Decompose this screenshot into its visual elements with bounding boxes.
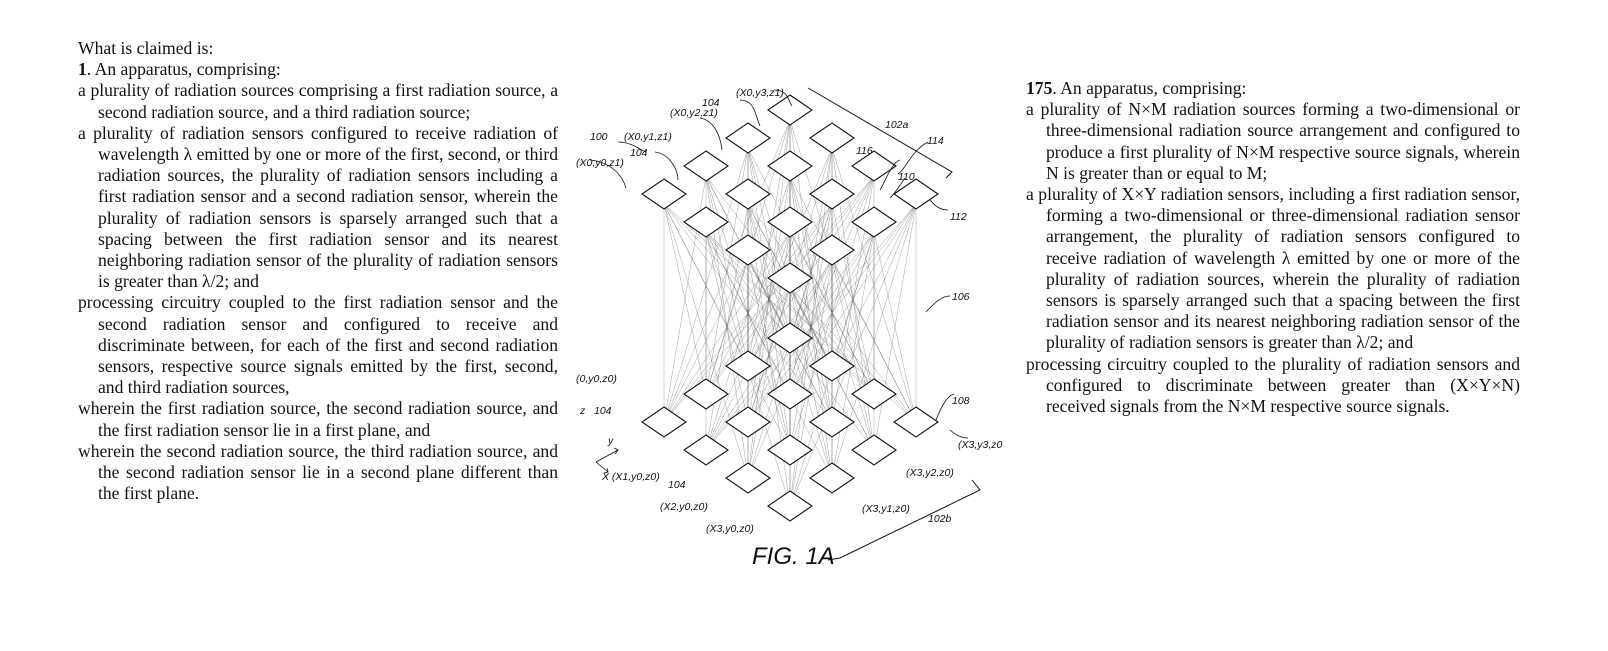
figure-title: FIG. 1A bbox=[752, 543, 835, 570]
bracket-102a bbox=[807, 87, 953, 179]
radiation-source bbox=[683, 206, 729, 238]
radiation-source bbox=[767, 150, 813, 182]
ref-106: 106 bbox=[952, 291, 970, 303]
radiation-source bbox=[725, 122, 771, 154]
ref-112: 112 bbox=[950, 211, 967, 223]
radiation-sensor bbox=[767, 322, 813, 354]
radiation-source bbox=[767, 206, 813, 238]
radiation-source bbox=[809, 234, 855, 266]
radiation-sensor bbox=[809, 350, 855, 382]
radiation-sensor bbox=[851, 378, 897, 410]
radiation-path bbox=[663, 259, 749, 423]
claim-175-intro: 175. An apparatus, comprising: bbox=[1026, 78, 1520, 99]
radiation-sensor bbox=[683, 378, 729, 410]
ref-102a: 102a bbox=[885, 119, 909, 131]
radiation-sensor bbox=[725, 462, 771, 494]
label-x3y0z0: (X3,y0,z0) bbox=[706, 523, 754, 535]
radiation-source bbox=[809, 178, 855, 210]
claim-1-element-second-plane: wherein the second radiation source, the… bbox=[78, 440, 558, 504]
axis-y-label: y bbox=[607, 435, 614, 447]
radiation-sensor bbox=[767, 434, 813, 466]
ref-104-upper-left: 104 bbox=[630, 147, 648, 159]
label-x2y0z0: (X2,y0,z0) bbox=[660, 501, 708, 513]
radiation-source bbox=[851, 206, 897, 238]
claim-1-column: What is claimed is: 1. An apparatus, com… bbox=[78, 38, 558, 504]
label-x3y3z0: (X3,y3,z0 bbox=[958, 439, 1003, 451]
claim-1-number: 1 bbox=[78, 59, 87, 80]
radiation-path bbox=[789, 287, 917, 423]
radiation-source bbox=[851, 150, 897, 182]
radiation-source bbox=[725, 178, 771, 210]
ref-110: 110 bbox=[898, 171, 915, 183]
radiation-path bbox=[747, 259, 791, 339]
radiation-path bbox=[789, 287, 833, 479]
radiation-path bbox=[663, 203, 707, 395]
radiation-sensor bbox=[641, 406, 687, 438]
radiation-path bbox=[873, 231, 917, 423]
radiation-path bbox=[663, 203, 791, 339]
claim-1-intro: 1. An apparatus, comprising: bbox=[78, 59, 558, 80]
axis-arrows bbox=[595, 447, 619, 474]
radiation-path bbox=[705, 259, 749, 395]
radiation-source bbox=[725, 234, 771, 266]
label-x0y0z0: (0,y0,z0) bbox=[576, 373, 617, 385]
ref-104-lower-left: 104 bbox=[594, 405, 612, 417]
claim-1-element-circuitry: processing circuitry coupled to the firs… bbox=[78, 292, 558, 398]
claims-heading: What is claimed is: bbox=[78, 38, 214, 58]
label-x3y1z0: (X3,y1,z0) bbox=[862, 503, 910, 515]
radiation-path bbox=[747, 147, 791, 339]
radiation-sensor bbox=[851, 434, 897, 466]
bracket-102b bbox=[827, 479, 981, 561]
radiation-path bbox=[831, 259, 917, 423]
radiation-source bbox=[893, 178, 939, 210]
radiation-source bbox=[767, 262, 813, 294]
claim-175-element-sources: a plurality of N×M radiation sources for… bbox=[1026, 99, 1520, 183]
radiation-sensor bbox=[809, 462, 855, 494]
radiation-path bbox=[789, 287, 833, 367]
radiation-source bbox=[641, 178, 687, 210]
patent-figure: (X0,y3,z1) 104 (X0,y2,z1) 100 (X0,y1,z1)… bbox=[560, 70, 1020, 580]
label-x0y1z1: (X0,y1,z1) bbox=[624, 131, 672, 143]
claim-175-column: 175. An apparatus, comprising: a plurali… bbox=[1026, 78, 1520, 417]
ref-104-top: 104 bbox=[702, 97, 720, 109]
ref-100: 100 bbox=[590, 131, 608, 143]
radiation-sensor bbox=[767, 378, 813, 410]
claim-1-element-sources: a plurality of radiation sources compris… bbox=[78, 80, 558, 122]
label-x0y3z1: (X0,y3,z1) bbox=[736, 87, 784, 99]
claim-175-intro-text: . An apparatus, comprising: bbox=[1052, 78, 1247, 98]
radiation-sensor bbox=[725, 406, 771, 438]
sensor-array-102b bbox=[641, 322, 939, 522]
claim-1-intro-text: . An apparatus, comprising: bbox=[86, 59, 281, 80]
leader-lines bbox=[589, 89, 969, 439]
label-x3y2z0: (X3,y2,z0) bbox=[906, 467, 954, 479]
ref-108: 108 bbox=[952, 395, 970, 407]
claim-1-element-sensors: a plurality of radiation sensors configu… bbox=[78, 122, 558, 292]
ref-114: 114 bbox=[927, 135, 944, 147]
ref-104-bottom: 104 bbox=[668, 479, 686, 491]
radiation-path bbox=[747, 287, 791, 423]
label-x0y2z1: (X0,y2,z1) bbox=[670, 107, 718, 119]
ref-102b: 102b bbox=[928, 513, 952, 525]
axis-z-label: z bbox=[579, 405, 586, 417]
claim-175-element-sensors: a plurality of X×Y radiation sensors, in… bbox=[1026, 184, 1520, 353]
label-x0y0z1: (X0,y0,z1) bbox=[576, 157, 624, 169]
radiation-sensor bbox=[809, 406, 855, 438]
radiation-source bbox=[683, 150, 729, 182]
radiation-sensor bbox=[893, 406, 939, 438]
radiation-sensor bbox=[683, 434, 729, 466]
radiation-sensor bbox=[725, 350, 771, 382]
radiation-sensor bbox=[767, 490, 813, 522]
ref-116: 116 bbox=[856, 145, 873, 157]
label-x1y0z0: X (X1,y0,z0) bbox=[601, 471, 660, 483]
radiation-source bbox=[767, 94, 813, 126]
fig-1a-drawing: (X0,y3,z1) 104 (X0,y2,z1) 100 (X0,y1,z1)… bbox=[576, 87, 1003, 570]
claim-1-element-first-plane: wherein the first radiation source, the … bbox=[78, 398, 558, 440]
claim-175-number: 175 bbox=[1026, 78, 1053, 98]
figure-labels: (X0,y3,z1) 104 (X0,y2,z1) 100 (X0,y1,z1)… bbox=[576, 87, 1003, 570]
radiation-source bbox=[809, 122, 855, 154]
claim-175-element-circuitry: processing circuitry coupled to the plur… bbox=[1026, 353, 1520, 417]
source-array-102a bbox=[641, 94, 939, 294]
